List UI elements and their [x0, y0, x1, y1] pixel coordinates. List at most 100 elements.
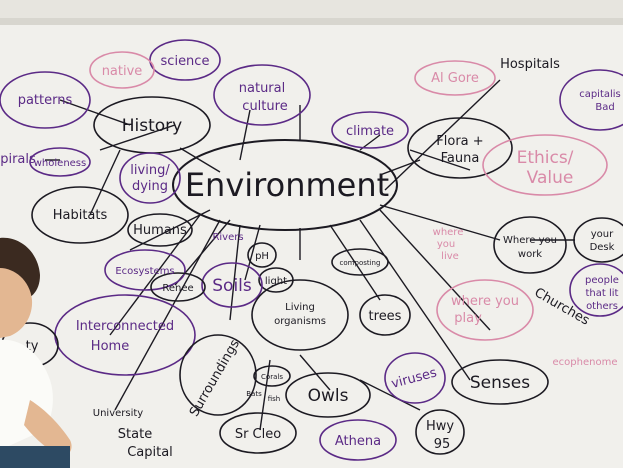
your-desk-label-1: your — [591, 229, 614, 240]
node-outlines — [0, 39, 623, 461]
corals-label: Corals — [261, 373, 283, 381]
flora-bubble — [407, 117, 513, 179]
athena-bubble — [319, 419, 397, 461]
spirals-label: pirals — [0, 152, 36, 167]
capitalist-label-2: Bad — [595, 102, 614, 113]
whiteboard-surface — [0, 22, 623, 468]
ethics-bubble — [482, 134, 608, 196]
center-label: Environment — [185, 166, 389, 204]
people-bubble — [569, 263, 623, 317]
hwy-bubble — [415, 409, 465, 455]
where-you-work-label-2: work — [518, 249, 542, 260]
where-you-work-label-1: Where you — [503, 235, 557, 246]
university-label: University — [93, 408, 144, 419]
sr-cleo-label: Sr Cleo — [235, 427, 281, 442]
soils-label: Soils — [212, 276, 252, 296]
where-you-live-label-1: where — [433, 227, 464, 238]
ceiling-strip — [0, 0, 623, 18]
natural-culture-bubble — [213, 64, 311, 126]
native-label: native — [102, 64, 143, 79]
habitats-label: Habitats — [53, 208, 108, 223]
person-lower — [0, 446, 70, 468]
rivers-label: Rivers — [212, 232, 243, 243]
bats-label: Bats — [246, 390, 262, 398]
ph-bubble — [247, 242, 277, 268]
hwy-label: Hwy — [426, 419, 454, 434]
ecophenomenology-label: ecophenome — [553, 357, 618, 368]
native-bubble — [89, 51, 155, 89]
patterns-bubble — [0, 71, 91, 129]
people-label-3: others — [586, 301, 618, 312]
science-bubble — [149, 39, 221, 81]
humans-bubble — [127, 213, 193, 247]
senses-bubble — [451, 359, 549, 405]
surroundings-bubble — [179, 334, 257, 416]
hospitals-label: Hospitals — [500, 57, 560, 72]
living-organisms-label-2: organisms — [274, 316, 326, 327]
al-gore-bubble — [414, 60, 496, 96]
interconnected-label-2: Home — [91, 339, 129, 354]
living-dying-label-2: dying — [132, 179, 168, 194]
history-label: History — [122, 116, 182, 136]
connector-lines — [45, 79, 575, 431]
natural-culture-label-2: culture — [242, 99, 287, 114]
living-dying-bubble — [119, 152, 181, 204]
person-arm — [24, 400, 72, 456]
ecosystems-label: Ecosystems — [115, 266, 174, 277]
senses-label: Senses — [470, 373, 530, 393]
person-figure — [0, 237, 72, 468]
people-label-1: people — [585, 275, 619, 286]
ph-label: pH — [255, 251, 269, 262]
where-you-work-bubble — [493, 216, 567, 274]
people-label-2: that lit — [586, 288, 619, 299]
owls-label: Owls — [308, 386, 349, 406]
where-you-live-label-3: live — [441, 251, 459, 262]
person-face — [0, 268, 33, 338]
ethics-label-1: Ethics/ — [517, 148, 574, 168]
interconnected-label-1: Interconnected — [76, 319, 174, 334]
state-capital-label-1: State — [118, 427, 152, 442]
whiteboard-top-rail — [0, 18, 623, 25]
where-you-play-label-2: play — [454, 311, 482, 326]
trees-bubble — [359, 294, 411, 336]
ethics-label-2: Value — [527, 168, 574, 188]
habitats-bubble — [31, 186, 129, 244]
wholeness-label: wholeness — [34, 158, 86, 169]
viruses-bubble — [384, 352, 446, 404]
climate-bubble — [331, 111, 409, 149]
patterns-label: patterns — [18, 93, 73, 108]
sr-cleo-bubble — [219, 412, 297, 454]
capitalist-bubble — [559, 69, 623, 131]
where-you-live-label-2: you — [437, 239, 455, 250]
natural-culture-label-1: natural — [239, 81, 285, 96]
flora-label-1: Flora + — [436, 134, 483, 149]
living-organisms-bubble — [251, 279, 349, 351]
living-organisms-label-1: Living — [285, 302, 315, 313]
trees-label: trees — [369, 309, 402, 324]
al-gore-label: Al Gore — [431, 71, 479, 86]
where-you-play-bubble — [436, 279, 534, 341]
climate-label: climate — [346, 124, 394, 139]
ecosystems-bubble — [104, 249, 186, 291]
where-you-play-label-1: where you — [451, 294, 519, 309]
science-label: science — [161, 54, 210, 69]
capitalist-label-1: capitalis — [579, 89, 621, 100]
corals-bubble — [253, 365, 291, 387]
owls-bubble — [285, 372, 371, 418]
light-label: light — [265, 276, 287, 287]
humans-label: Humans — [133, 223, 187, 238]
living-dying-label-1: living/ — [130, 163, 170, 178]
state-capital-label-2: Capital — [127, 445, 173, 460]
renee-label: Renee — [162, 283, 193, 294]
fish-label: fish — [268, 395, 281, 403]
your-desk-label-2: Desk — [590, 242, 615, 253]
renee-bubble — [150, 272, 206, 302]
flora-label-2: Fauna — [441, 151, 480, 166]
your-desk-bubble — [573, 217, 623, 263]
athena-label: Athena — [335, 434, 381, 449]
wholeness-bubble — [29, 147, 91, 177]
composting-bubble — [331, 248, 389, 276]
hwy-number-label: 95 — [434, 437, 451, 452]
composting-label: composting — [340, 259, 381, 267]
